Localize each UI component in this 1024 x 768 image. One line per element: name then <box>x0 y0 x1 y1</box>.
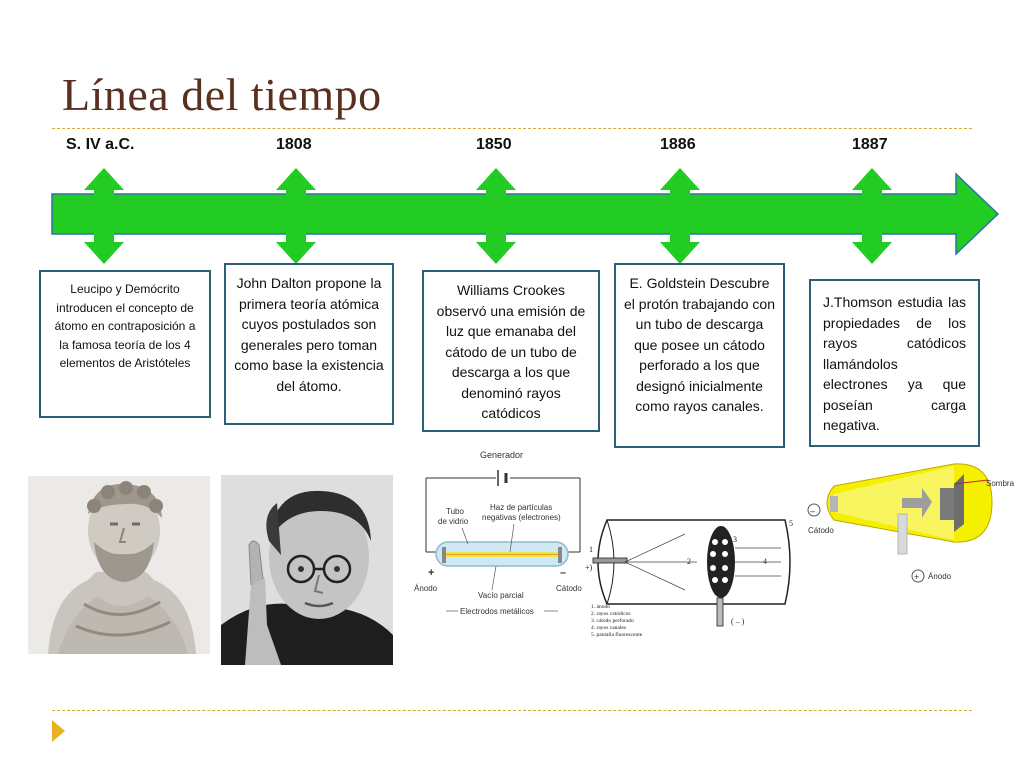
dalton-portrait-image <box>221 475 393 665</box>
thomson-anode-label: Ánodo <box>928 572 952 581</box>
svg-text:4: 4 <box>763 557 767 566</box>
year-label: 1886 <box>660 136 696 153</box>
thomson-tube-diagram: Sombra – Cátodo + Ánodo <box>807 463 1015 583</box>
footer-arrow-icon <box>52 720 65 742</box>
svg-text:–: – <box>810 506 815 516</box>
vacuum-label: Vacío parcial <box>478 591 524 600</box>
svg-text:5: 5 <box>789 519 793 528</box>
event-box-crookes: Williams Crookes observó una emisión de … <box>422 270 600 432</box>
year-label: 1808 <box>276 136 312 153</box>
svg-text:( – ): ( – ) <box>731 617 745 626</box>
svg-text:1: 1 <box>589 545 593 554</box>
event-box-democritus: Leucipo y Demócrito introducen el concep… <box>39 270 211 418</box>
year-label: S. IV a.C. <box>66 136 135 153</box>
year-label: 1850 <box>476 136 512 153</box>
goldstein-tube-diagram: 1 2 3 4 5 +) ( – ) 1. ánodo 2. rayos cat… <box>585 519 793 638</box>
cathode-label: Cátodo <box>556 584 582 593</box>
svg-text:+: + <box>428 567 434 579</box>
anode-label: Ánodo <box>414 584 438 593</box>
timeline-tick-3 <box>476 168 516 264</box>
svg-text:–: – <box>560 567 566 579</box>
svg-text:+: + <box>914 572 919 582</box>
timeline-tick-1 <box>84 168 124 264</box>
top-divider <box>52 128 972 129</box>
timeline-tick-4 <box>660 168 700 264</box>
event-box-goldstein: E. Goldstein Descubre el protón trabajan… <box>614 263 785 448</box>
timeline-tick-5 <box>852 168 892 264</box>
democritus-bust-image <box>28 476 210 654</box>
goldstein-legend: 1. ánodo 2. rayos catódicos 3. cátodo pe… <box>591 604 643 638</box>
thomson-cathode-label: Cátodo <box>808 526 834 535</box>
year-label: 1887 <box>852 136 888 153</box>
timeline-tick-2 <box>276 168 316 264</box>
svg-text:+): +) <box>585 563 593 572</box>
svg-text:3: 3 <box>733 535 737 544</box>
event-box-thomson: J.Thomson estudia las propiedades de los… <box>809 279 980 447</box>
svg-text:2: 2 <box>687 557 691 566</box>
generator-label: Generador <box>480 450 523 460</box>
bottom-divider <box>52 710 972 711</box>
shadow-label: Sombra <box>986 479 1015 488</box>
timeline-arrow <box>51 168 1000 264</box>
slide-title: Línea del tiempo <box>62 69 382 120</box>
event-box-dalton: John Dalton propone la primera teoría at… <box>224 263 394 425</box>
electrodes-label: Electrodos metálicos <box>460 607 534 616</box>
